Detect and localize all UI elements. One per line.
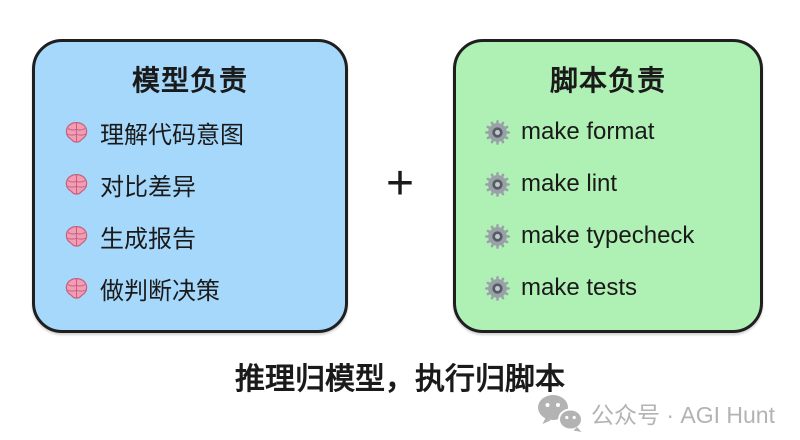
script-box-title: 脚本负责 bbox=[549, 65, 666, 96]
script-item-label: make typecheck bbox=[521, 222, 695, 249]
brain-icon bbox=[63, 223, 90, 250]
brain-icon bbox=[63, 275, 90, 302]
model-item-list: 理解代码意图 对比差异 生成报告 做判断决策 bbox=[63, 106, 337, 314]
model-box-title: 模型负责 bbox=[131, 65, 248, 96]
script-item-label: make format bbox=[521, 118, 655, 145]
watermark: 公众号 · AGI Hunt bbox=[536, 394, 775, 432]
model-item-label: 对比差异 bbox=[100, 173, 196, 201]
caption-text: 推理归模型，执行归脚本 bbox=[235, 363, 565, 396]
plus-sign: + bbox=[385, 157, 415, 210]
script-item-list: make format make lint make typecheck mak… bbox=[484, 106, 752, 314]
wechat-icon bbox=[536, 394, 583, 432]
brain-icon bbox=[63, 171, 90, 198]
script-responsibility-box: 脚本负责 make format make lint make typechec… bbox=[453, 39, 763, 333]
gear-icon bbox=[484, 119, 511, 146]
brain-icon bbox=[63, 119, 90, 146]
list-item: 生成报告 bbox=[63, 210, 337, 262]
list-item: make lint bbox=[484, 158, 752, 210]
gear-icon bbox=[484, 275, 511, 302]
list-item: make tests bbox=[484, 262, 752, 314]
script-item-label: make lint bbox=[521, 170, 618, 197]
model-responsibility-box: 模型负责 理解代码意图 对比差异 生成报告 做判断决策 bbox=[32, 39, 348, 333]
script-item-label: make tests bbox=[521, 274, 638, 301]
model-item-label: 理解代码意图 bbox=[100, 121, 244, 149]
list-item: 理解代码意图 bbox=[63, 106, 337, 158]
gear-icon bbox=[484, 223, 511, 250]
list-item: make typecheck bbox=[484, 210, 752, 262]
gear-icon bbox=[484, 171, 511, 198]
model-item-label: 做判断决策 bbox=[100, 277, 220, 305]
watermark-label: 公众号 · AGI Hunt bbox=[590, 402, 775, 428]
model-item-label: 生成报告 bbox=[100, 225, 196, 253]
list-item: 对比差异 bbox=[63, 158, 337, 210]
list-item: 做判断决策 bbox=[63, 262, 337, 314]
list-item: make format bbox=[484, 106, 752, 158]
